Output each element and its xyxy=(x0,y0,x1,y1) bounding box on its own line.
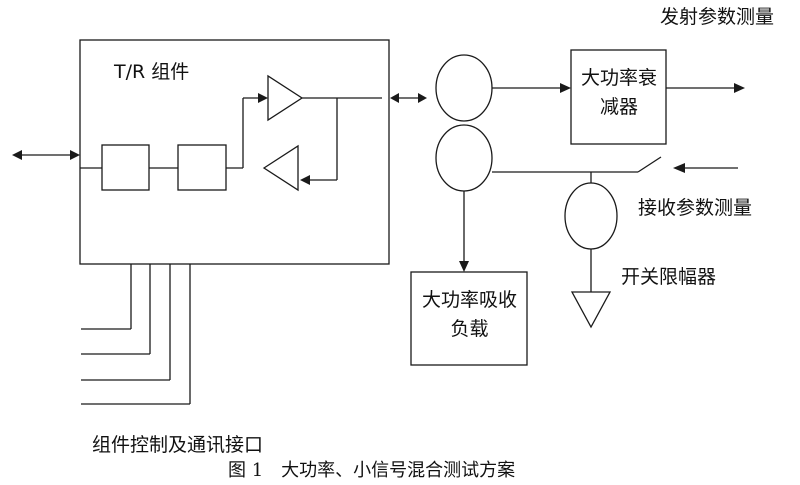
figure-caption: 图 1 大功率、小信号混合测试方案 xyxy=(228,460,516,481)
left-bidirectional-arrow xyxy=(12,150,80,160)
coupler-bottom-icon xyxy=(435,124,493,192)
attenuator-box xyxy=(570,49,667,145)
absorbing-load-label: 大功率吸收负载 xyxy=(422,289,518,341)
tr-module-label: T/R 组件 xyxy=(114,61,190,83)
attenuator-label: 大功率衰减器 xyxy=(581,67,658,119)
rx-measure-label: 接收参数测量 xyxy=(638,197,753,219)
control-interface-label: 组件控制及通讯接口 xyxy=(92,434,264,456)
tx-measure-label: 发射参数测量 xyxy=(660,6,775,28)
ground-icon xyxy=(570,291,612,329)
receive-amplifier-icon xyxy=(262,144,299,192)
internal-block-2 xyxy=(177,144,227,191)
coupler-top-icon xyxy=(435,54,493,122)
switch-icon xyxy=(637,156,662,173)
internal-block-1 xyxy=(101,144,150,191)
switch-limiter-label: 开关限幅器 xyxy=(621,266,717,288)
transmit-amplifier-icon xyxy=(267,74,304,122)
module-port-bidirectional-arrow xyxy=(390,93,427,103)
control-interface-lines xyxy=(81,264,191,405)
load-box xyxy=(410,271,528,366)
limiter-icon xyxy=(564,182,618,250)
